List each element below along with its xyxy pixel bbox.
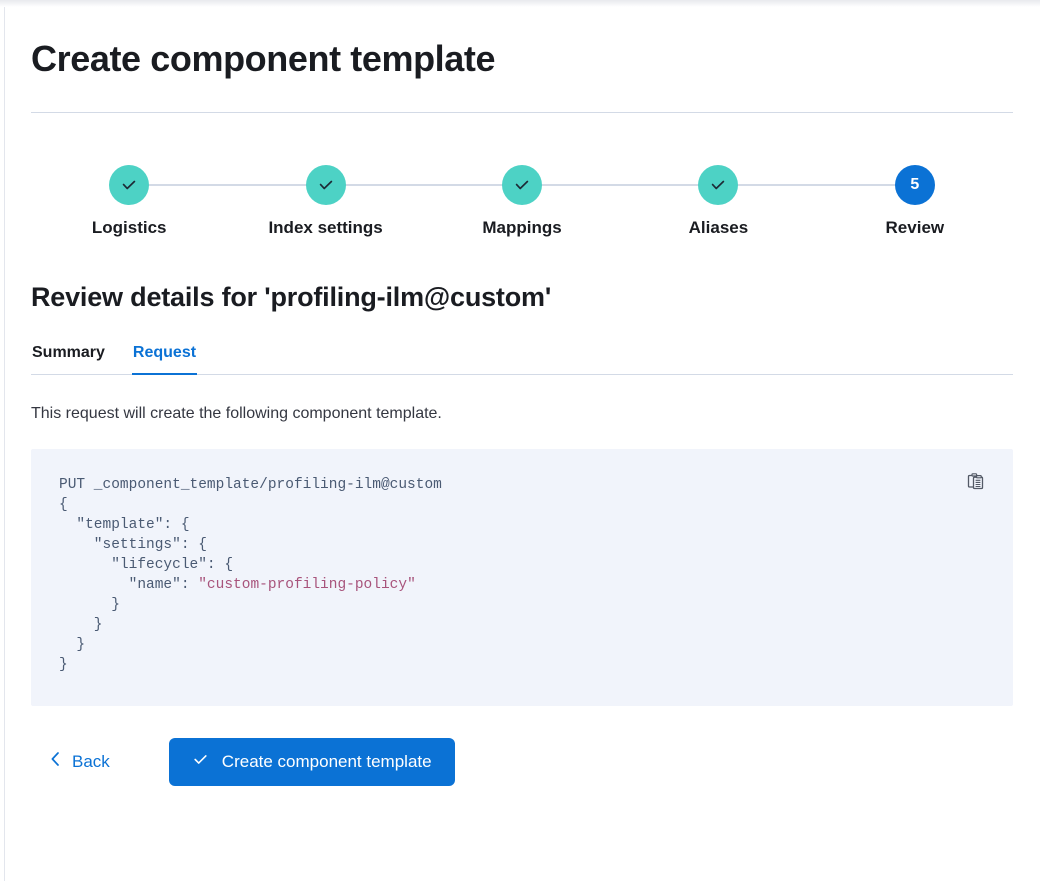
code-line: "settings": { xyxy=(59,536,207,553)
wizard-footer: Back Create component template xyxy=(31,737,1013,786)
content-column: Create component template Logistics xyxy=(31,7,1013,786)
stepper-label: Review xyxy=(885,218,945,238)
stepper-connector xyxy=(718,184,915,187)
content-left-border xyxy=(4,7,5,881)
code-line: "lifecycle": { xyxy=(59,556,234,573)
code-line: { xyxy=(59,496,68,513)
check-icon xyxy=(192,751,209,773)
tab-summary[interactable]: Summary xyxy=(31,344,106,375)
code-line: PUT _component_template/profiling-ilm@cu… xyxy=(59,476,442,493)
title-divider xyxy=(31,112,1013,114)
step-number-badge: 5 xyxy=(894,165,935,206)
code-line: } xyxy=(59,596,120,613)
code-string-value: "custom-profiling-policy" xyxy=(198,576,416,593)
request-description: This request will create the following c… xyxy=(31,405,442,423)
window-top-edge xyxy=(0,0,1040,7)
create-component-template-button[interactable]: Create component template xyxy=(168,737,455,786)
copy-icon[interactable] xyxy=(962,467,990,495)
stepper-label: Aliases xyxy=(688,218,749,238)
code-line: "template": { xyxy=(59,516,190,533)
review-tabs: Summary Request xyxy=(31,344,1013,376)
back-button-label: Back xyxy=(72,751,110,771)
code-line: } xyxy=(59,636,86,653)
page-container: Create component template Logistics xyxy=(5,7,1040,881)
page-title: Create component template xyxy=(31,38,496,79)
code-line: "name": xyxy=(59,576,199,593)
back-button[interactable]: Back xyxy=(45,745,114,778)
stepper-connector xyxy=(129,184,326,187)
stepper-step-aliases[interactable]: Aliases xyxy=(620,165,915,238)
stepper-label: Index settings xyxy=(268,218,383,238)
step-status-complete-icon xyxy=(502,165,543,206)
stepper-step-logistics[interactable]: Logistics xyxy=(31,165,326,238)
stepper-step-index-settings[interactable]: Index settings xyxy=(227,165,523,238)
stepper-connector xyxy=(325,184,523,187)
stepper-step-review[interactable]: 5 Review xyxy=(817,165,1013,238)
wizard-stepper: Logistics Index settings Mappi xyxy=(31,165,1013,238)
code-line: } xyxy=(59,616,103,633)
chevron-left-icon xyxy=(49,751,62,772)
stepper-label: Mappings xyxy=(482,218,562,238)
step-status-complete-icon xyxy=(109,165,150,206)
request-code-panel: PUT _component_template/profiling-ilm@cu… xyxy=(31,448,1013,706)
review-heading: Review details for 'profiling-ilm@custom… xyxy=(31,282,552,313)
step-status-complete-icon xyxy=(698,165,739,206)
request-code-block: PUT _component_template/profiling-ilm@cu… xyxy=(31,449,1013,675)
create-component-template-label: Create component template xyxy=(221,751,432,771)
stepper-connector xyxy=(522,184,719,187)
code-line: } xyxy=(59,656,68,673)
stepper-step-mappings[interactable]: Mappings xyxy=(424,165,719,238)
tab-request[interactable]: Request xyxy=(131,344,198,376)
step-status-complete-icon xyxy=(305,165,346,206)
stepper-label: Logistics xyxy=(91,218,167,238)
